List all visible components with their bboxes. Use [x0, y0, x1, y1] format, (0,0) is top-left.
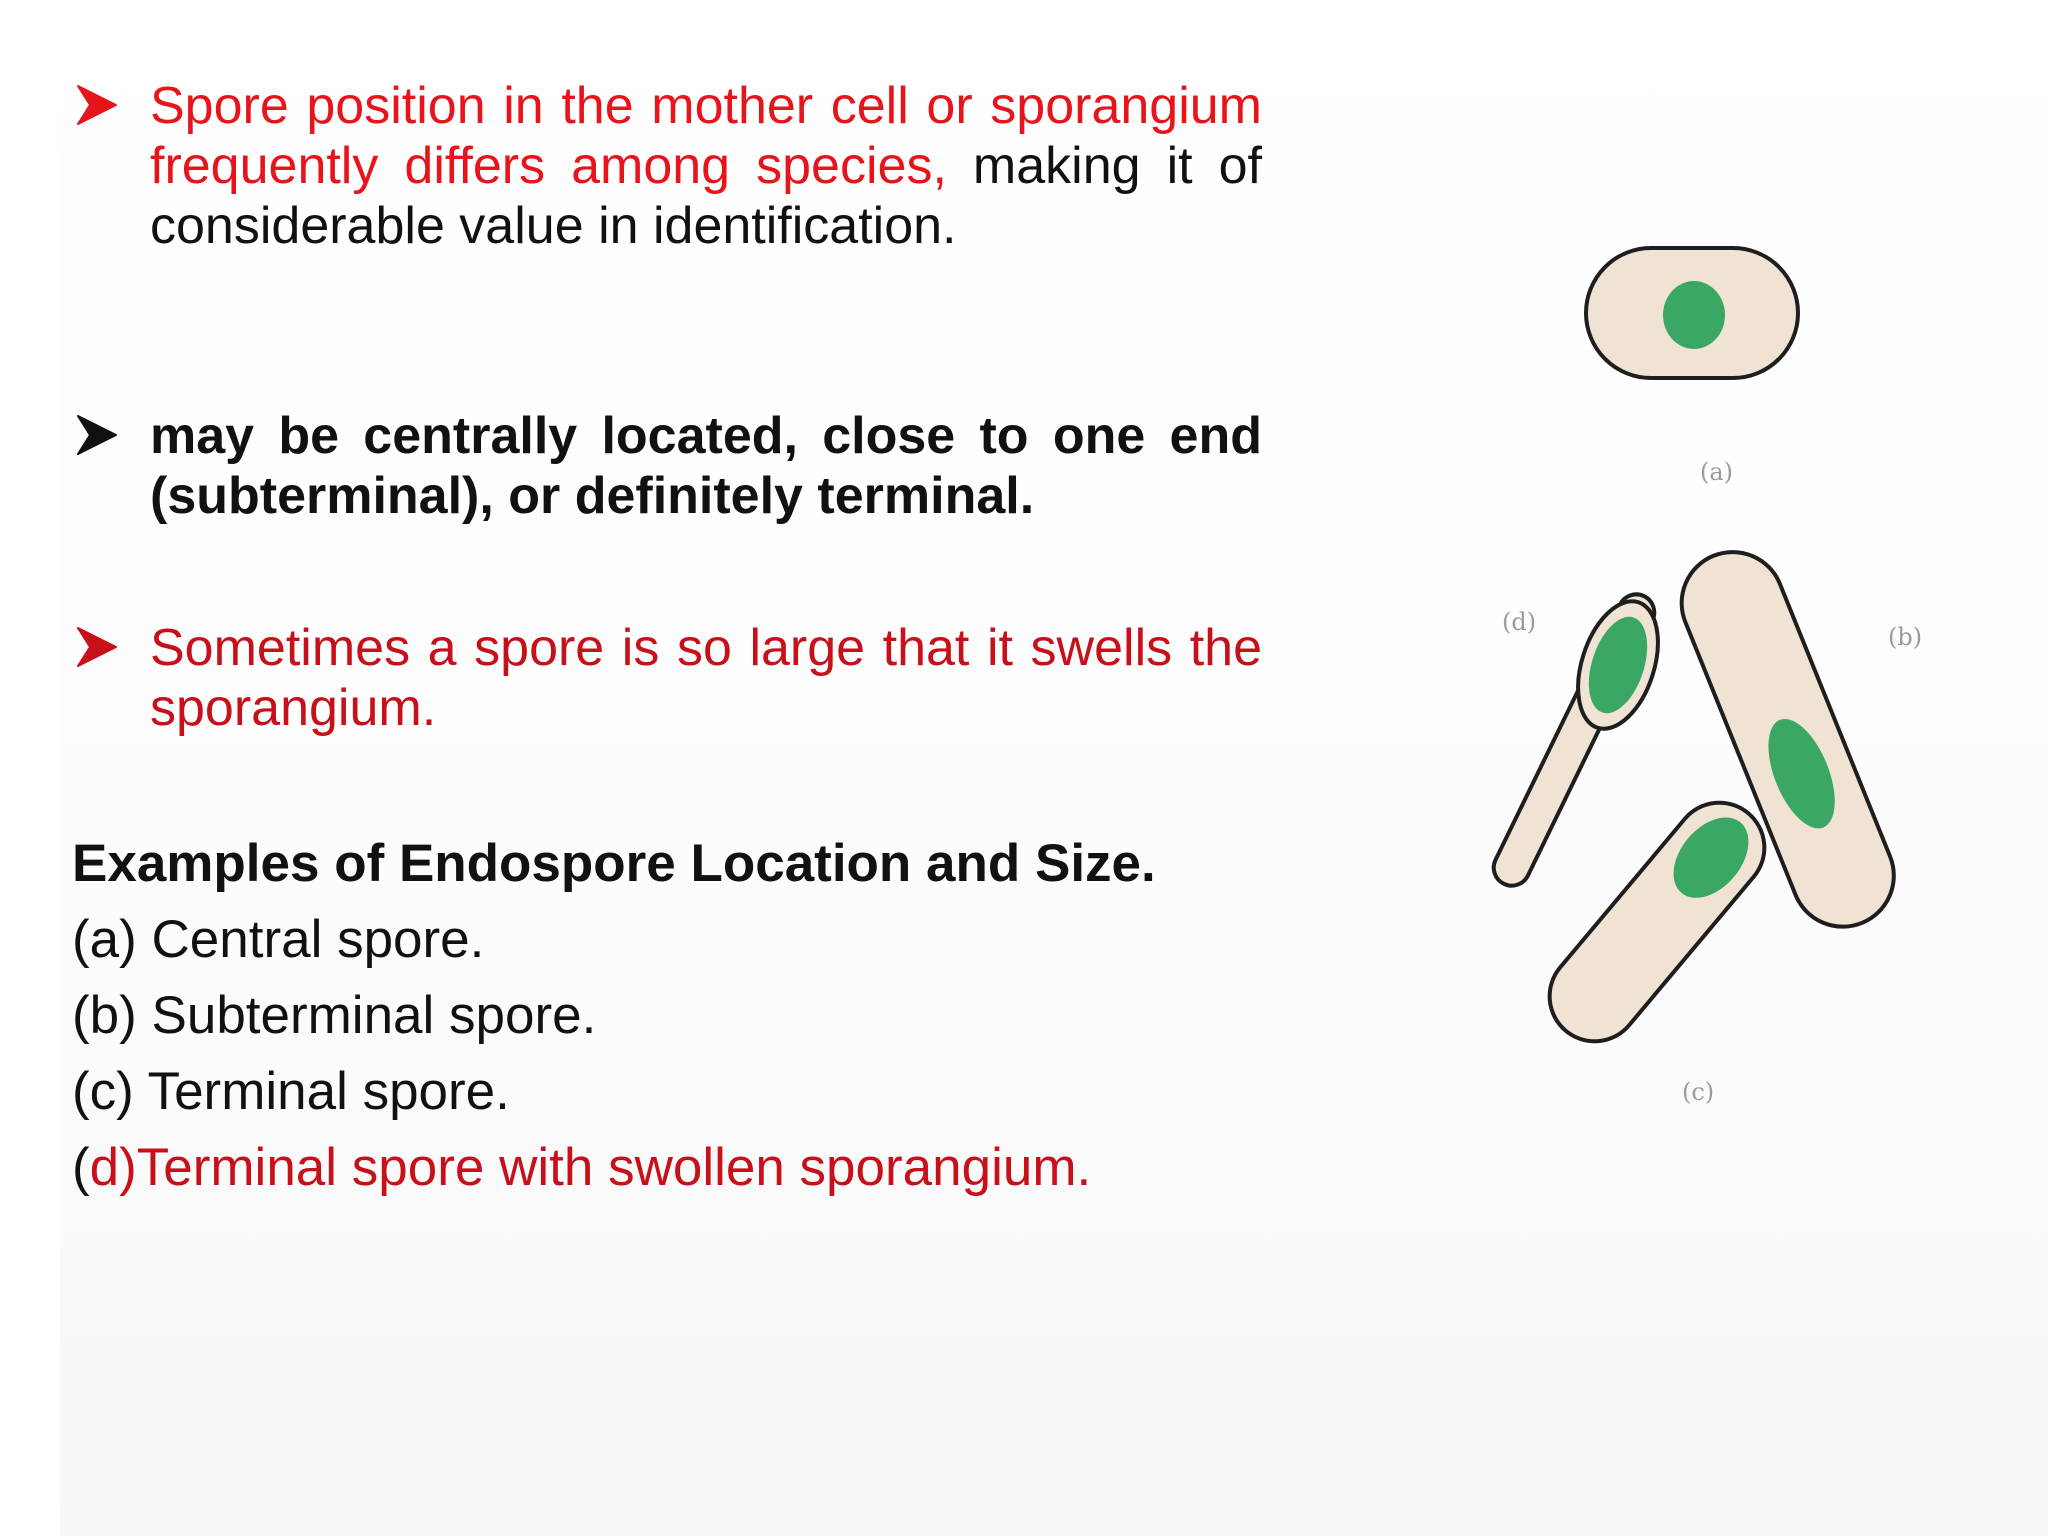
example-d-text: d)Terminal spore with swollen sporangium… [89, 1138, 1092, 1197]
endospore-diagram-svg: (a) (b) (d) (c) [1491, 246, 1922, 1106]
bullet-swollen-sporangium: Sometimes a spore is so large that it sw… [76, 618, 1262, 738]
cell-d-swollen-sporangium [1491, 592, 1660, 888]
label-a: (a) [1700, 458, 1733, 486]
example-d-paren: ( [72, 1138, 90, 1197]
label-d: (d) [1502, 608, 1536, 636]
bullet-black-text: making it of considerable value in ident… [150, 137, 1262, 255]
arrow-bullet-icon [77, 85, 117, 125]
bullet-spore-position: Spore position in the mother cell or spo… [76, 76, 1262, 256]
bullet-spore-location: may be centrally located, close to one e… [76, 406, 1262, 526]
bullet-text: Sometimes a spore is so large that it sw… [150, 619, 1262, 737]
arrow-bullet-icon [77, 627, 117, 667]
endospore-diagram: (a) (b) (d) (c) [1420, 220, 1940, 1160]
cell-c-terminal-spore [1547, 800, 1767, 1044]
example-d: (d)Terminal spore with swollen sporangiu… [72, 1130, 1272, 1206]
examples-list: Examples of Endospore Location and Size.… [72, 826, 1272, 1206]
example-b: (b) Subterminal spore. [72, 986, 597, 1045]
label-c: (c) [1682, 1078, 1714, 1106]
examples-title: Examples of Endospore Location and Size. [72, 834, 1156, 893]
cell-b-subterminal-spore [1679, 550, 1896, 929]
cell-a-central-spore [1584, 246, 1800, 380]
bullet-text: Spore position in the mother cell or spo… [150, 76, 1262, 256]
arrow-bullet-icon [77, 415, 117, 455]
bullet-text: may be centrally located, close to one e… [150, 407, 1262, 525]
example-a: (a) Central spore. [72, 910, 485, 969]
example-c: (c) Terminal spore. [72, 1062, 510, 1121]
label-b: (b) [1888, 623, 1922, 651]
bullet-red-text: Spore position in the mother cell or spo… [150, 77, 1262, 195]
